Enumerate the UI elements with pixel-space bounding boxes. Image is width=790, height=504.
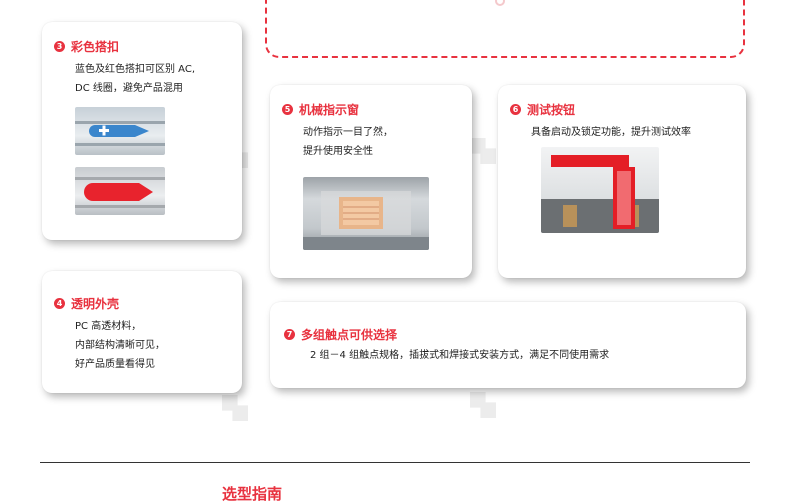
blue-buckle-icon <box>75 121 165 146</box>
test-button-icon <box>541 155 659 233</box>
feature-card-transparent-shell: 4 透明外壳 PC 高透材料， 内部结构清晰可见， 好产品质量看得见 <box>42 271 242 393</box>
feature-title: 多组触点可供选择 <box>301 328 398 342</box>
watermark-logo-icon <box>470 138 496 164</box>
feature-card-test-button: 6 测试按钮 具备启动及锁定功能，提升测试效率 <box>498 85 746 278</box>
feature-desc-line: 好产品质量看得见 <box>75 359 155 370</box>
watermark-logo-icon <box>470 392 496 418</box>
indicator-window-photo <box>303 177 429 250</box>
feature-desc-line: PC 高透材料， <box>75 321 142 332</box>
watermark-logo-icon <box>222 395 248 421</box>
red-buckle-icon <box>75 177 165 208</box>
feature-number-badge: 5 <box>282 104 293 115</box>
feature-number-badge: 4 <box>54 298 65 309</box>
feature-desc-line: 动作指示一目了然， <box>303 127 393 138</box>
red-buckle-photo <box>75 167 165 215</box>
indicator-window-icon <box>303 191 429 250</box>
feature-title: 测试按钮 <box>527 103 576 117</box>
feature-desc-line: DC 线圈，避免产品混用 <box>75 83 183 94</box>
feature-desc-line: 2 组－4 组触点规格，插拔式和焊接式安装方式，满足不同使用需求 <box>310 350 610 361</box>
feature-card-multi-contacts: 7 多组触点可供选择 2 组－4 组触点规格，插拔式和焊接式安装方式，满足不同使用… <box>270 302 746 388</box>
feature-desc-line: 提升使用安全性 <box>303 146 373 157</box>
feature-desc-line: 具备启动及锁定功能，提升测试效率 <box>531 127 691 138</box>
feature-card-color-buckle: 3 彩色搭扣 蓝色及红色搭扣可区别 AC, DC 线圈，避免产品混用 <box>42 22 242 240</box>
feature-card-indicator-window: 5 机械指示窗 动作指示一目了然， 提升使用安全性 <box>270 85 472 278</box>
blue-buckle-photo <box>75 107 165 155</box>
feature-number-badge: 6 <box>510 104 521 115</box>
top-dashed-frame <box>265 0 745 58</box>
section-divider <box>40 462 750 463</box>
feature-desc-line: 内部结构清晰可见， <box>75 340 165 351</box>
test-button-photo <box>541 147 659 233</box>
feature-title: 机械指示窗 <box>299 103 360 117</box>
feature-desc-line: 蓝色及红色搭扣可区别 AC, <box>75 64 196 75</box>
frame-dot <box>495 0 505 6</box>
feature-title: 透明外壳 <box>71 297 120 311</box>
feature-number-badge: 7 <box>284 329 295 340</box>
feature-number-badge: 3 <box>54 41 65 52</box>
feature-title: 彩色搭扣 <box>71 40 120 54</box>
